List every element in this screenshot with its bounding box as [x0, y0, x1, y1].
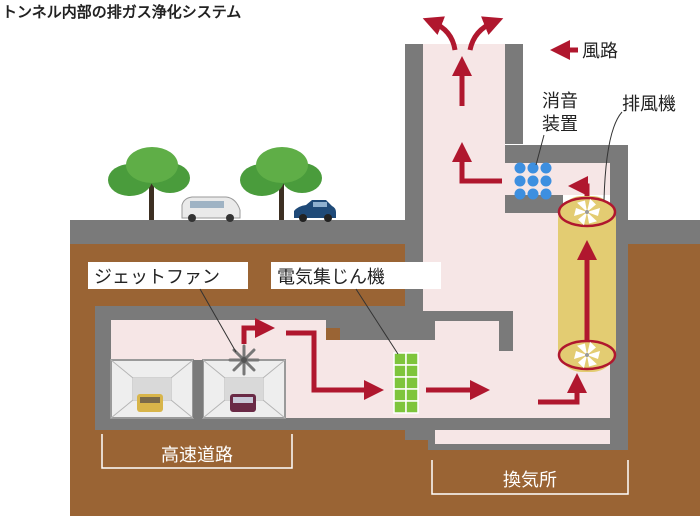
page-title: トンネル内部の排ガス浄化システム: [2, 3, 241, 21]
silencer-leader: [535, 134, 545, 166]
legend-label: 風路: [582, 41, 618, 62]
arrow-jetfan: [241, 318, 275, 344]
tunnel-left: [110, 359, 194, 419]
jet-fan-label-box: [88, 262, 248, 289]
tunnel-car-yellow: [137, 394, 163, 412]
arrow-to-precipitator: [286, 330, 384, 400]
tree-left: [108, 147, 190, 220]
ventilation-label: 換気所: [503, 470, 557, 491]
arrow-exhaust-left: [422, 16, 458, 51]
van-icon: [181, 196, 241, 222]
precipitator-icon: [393, 352, 419, 414]
jet-fan-icon: [228, 344, 260, 376]
silencer-icon: [514, 162, 552, 200]
arrow-bottom-to-fan: [538, 373, 587, 405]
jet-fan-label: ジェットファン: [94, 267, 220, 288]
silencer-label-line2: 装置: [542, 114, 578, 135]
ventilation-bracket: [431, 460, 629, 495]
airflow-arrows: [241, 16, 597, 405]
tunnel-divider: [193, 360, 203, 418]
jet-fan-leader: [199, 288, 237, 353]
highway-label: 高速道路: [161, 445, 233, 466]
legend: 風路: [550, 40, 618, 62]
arrow-to-shaft: [452, 142, 502, 184]
precipitator-label: 電気集じん機: [277, 267, 385, 288]
tree-right: [240, 147, 322, 220]
precipitator-label-box: [271, 262, 441, 289]
precipitator-leader: [355, 288, 399, 355]
highway-bracket: [101, 434, 293, 469]
car-icon: [294, 200, 336, 222]
tunnel-car-maroon: [230, 394, 256, 412]
arrow-fan-top: [568, 176, 590, 196]
exhaust-fan-label: 排風機: [622, 94, 676, 115]
silencer-label-line1: 消音: [542, 91, 578, 112]
arrow-exhaust-right: [467, 16, 504, 51]
exhaust-fan-leader: [603, 111, 623, 201]
